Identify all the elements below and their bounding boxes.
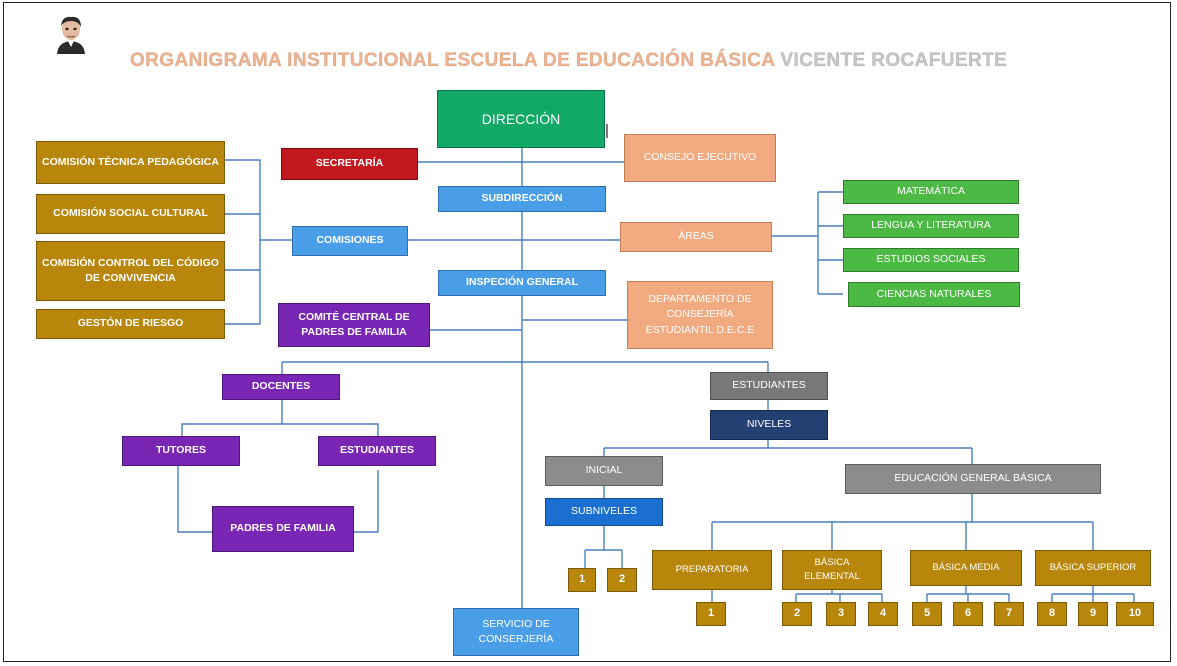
box-comite-central: COMITÉ CENTRAL DE PADRES DE FAMILIA [278, 303, 430, 347]
box-subniveles: SUBNIVELES [545, 498, 663, 526]
box-basica-superior: BÁSICA SUPERIOR [1035, 550, 1151, 586]
box-comision-social: COMISIÓN SOCIAL CULTURAL [36, 194, 225, 234]
box-direccion: DIRECCIÓN [437, 90, 605, 148]
box-estudios-sociales: ESTUDIOS SOCIALES [843, 248, 1019, 272]
box-estudiantes: ESTUDIANTES [710, 372, 828, 400]
num-media-5: 5 [912, 602, 942, 626]
box-inicial: INICIAL [545, 456, 663, 486]
num-inicial-2: 2 [607, 568, 637, 592]
box-lengua-literatura: LENGUA Y LITERATURA [843, 214, 1019, 238]
chart-title: ORGANIGRAMA INSTITUCIONAL ESCUELA DE EDU… [130, 50, 1007, 72]
num-media-7: 7 [994, 602, 1024, 626]
num-elem-4: 4 [868, 602, 898, 626]
box-areas: ÁREAS [620, 222, 772, 252]
num-sup-8: 8 [1037, 602, 1067, 626]
box-comision-tecnica: COMISIÓN TÉCNICA PEDAGÓGICA [36, 141, 225, 184]
box-basica-media: BÁSICA MEDIA [910, 550, 1022, 586]
num-inicial-1: 1 [568, 568, 596, 592]
portrait-image [57, 16, 85, 54]
box-subdireccion: SUBDIRECCIÓN [438, 186, 606, 212]
box-basica-elemental: BÁSICA ELEMENTAL [782, 550, 882, 590]
box-ciencias-naturales: CIENCIAS NATURALES [848, 282, 1020, 307]
num-elem-3: 3 [826, 602, 856, 626]
box-niveles: NIVELES [710, 410, 828, 440]
box-comisiones: COMISIONES [292, 226, 408, 256]
num-prep-1: 1 [696, 602, 726, 626]
box-servicio-conserjeria: SERVICIO DE CONSERJERÍA [453, 608, 579, 656]
box-consejo-ejecutivo: CONSEJO EJECUTIVO [624, 134, 776, 182]
box-comision-control: COMISIÓN CONTROL DEL CÓDIGO DE CONVIVENC… [36, 241, 225, 301]
box-tutores: TUTORES [122, 436, 240, 466]
box-educacion-general-basica: EDUCACIÓN GENERAL BÁSICA [845, 464, 1101, 494]
num-sup-9: 9 [1078, 602, 1108, 626]
box-matematica: MATEMÁTICA [843, 180, 1019, 204]
box-padres-familia: PADRES DE FAMILIA [212, 506, 354, 552]
title-part-2: VICENTE ROCAFUERTE [780, 50, 1008, 72]
title-part-1: ORGANIGRAMA INSTITUCIONAL ESCUELA DE EDU… [130, 50, 775, 72]
num-sup-10: 10 [1116, 602, 1154, 626]
box-preparatoria: PREPARATORIA [652, 550, 772, 590]
box-dece: DEPARTAMENTO DE CONSEJERÍA ESTUDIANTIL D… [627, 281, 773, 349]
box-secretaria: SECRETARÍA [281, 148, 418, 180]
box-gestion-riesgo: GESTÓN DE RIESGO [36, 309, 225, 339]
diagram-frame [3, 2, 1171, 662]
num-media-6: 6 [953, 602, 983, 626]
num-elem-2: 2 [782, 602, 812, 626]
box-inspeccion-general: INSPECIÓN GENERAL [438, 270, 606, 296]
box-docentes: DOCENTES [222, 374, 340, 400]
box-estudiantes-docentes: ESTUDIANTES [318, 436, 436, 466]
